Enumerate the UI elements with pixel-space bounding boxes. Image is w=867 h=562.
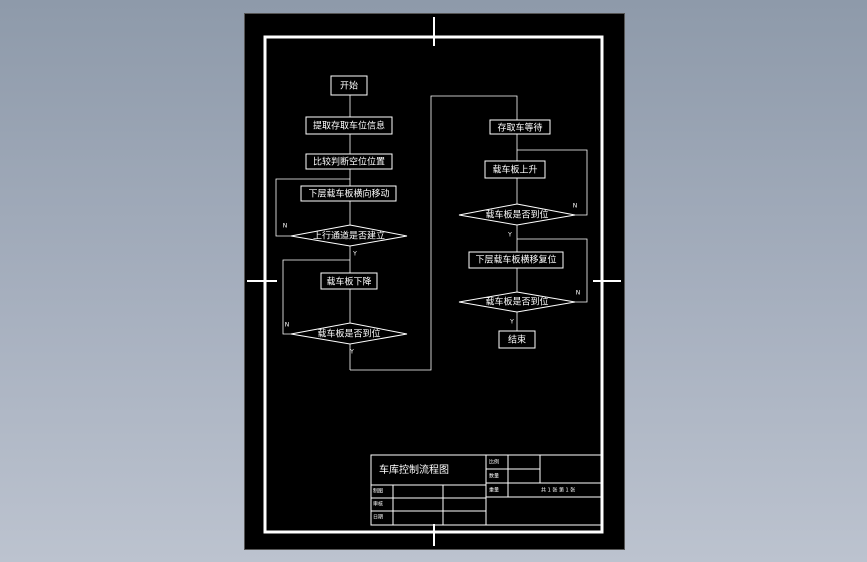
decision-in-place-1 <box>290 322 408 345</box>
label-cond-in-place-1: 载车板是否到位 <box>317 328 380 340</box>
label-lower-reset: 下层载车板横移复位 <box>475 254 556 266</box>
decision-in-place-2 <box>458 203 576 226</box>
yes-label-in-place-2: Y <box>507 232 512 239</box>
inner-frame <box>263 35 604 534</box>
label-end: 结束 <box>508 334 526 346</box>
label-read-info: 提取存取车位信息 <box>313 120 385 132</box>
label-start: 开始 <box>340 80 358 92</box>
node-lower-move <box>300 185 397 202</box>
label-plate-up: 载车板上升 <box>492 164 537 176</box>
field-material: 重量 <box>489 487 499 494</box>
sheet-info: 共 1 张 第 1 张 <box>541 487 575 494</box>
node-plate-up <box>484 160 546 179</box>
label-cond-in-place-2: 载车板是否到位 <box>485 209 548 221</box>
field-date: 日期 <box>373 515 383 521</box>
label-plate-down: 载车板下降 <box>326 276 371 288</box>
node-wait <box>489 119 551 135</box>
label-lower-move: 下层载车板横向移动 <box>308 188 389 200</box>
flowchart-drawing: 开始 提取存取车位信息 比较判断空位位置 下层载车板横向移动 上行通道是否建立 … <box>247 17 621 546</box>
field-count: 数量 <box>489 473 499 480</box>
no-label-in-place-3: N <box>576 290 581 297</box>
no-label-in-place-1: N <box>285 322 290 329</box>
node-compare <box>305 153 393 170</box>
yes-label-in-place-1: Y <box>349 349 354 356</box>
decision-in-place-3 <box>458 291 576 313</box>
label-compare: 比较判断空位位置 <box>313 156 385 168</box>
label-cond-channel: 上行通道是否建立 <box>313 230 385 242</box>
decision-channel <box>290 224 408 247</box>
node-read-info <box>305 116 393 135</box>
drawing-title: 车库控制流程图 <box>379 463 449 476</box>
node-plate-down <box>320 272 378 290</box>
no-label-in-place-2: N <box>573 203 578 210</box>
node-lower-reset <box>468 251 564 269</box>
field-scale: 比例 <box>489 459 499 466</box>
drawing-sheet: 开始 提取存取车位信息 比较判断空位位置 下层载车板横向移动 上行通道是否建立 … <box>244 13 625 550</box>
field-design: 制图 <box>373 488 383 495</box>
node-start <box>330 75 368 96</box>
no-label-channel: N <box>283 223 288 230</box>
yes-label-channel: Y <box>352 251 357 258</box>
label-wait: 存取车等待 <box>497 122 542 134</box>
node-end <box>498 330 536 349</box>
label-cond-in-place-3: 载车板是否到位 <box>485 296 548 308</box>
flow-connectors <box>275 95 588 371</box>
field-check: 审核 <box>373 501 383 508</box>
flow-shapes <box>290 75 576 349</box>
title-block <box>370 454 603 526</box>
yes-label-in-place-3: Y <box>509 319 514 326</box>
